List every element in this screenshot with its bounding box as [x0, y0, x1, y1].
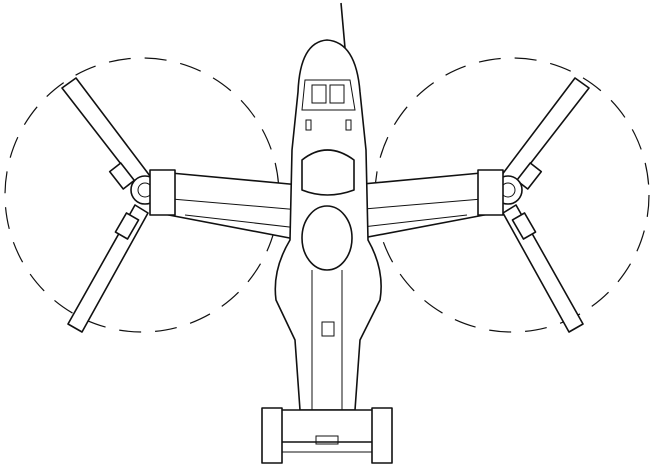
left-rotor: [61, 77, 160, 333]
right-rotor: [493, 77, 590, 333]
tail: [261, 407, 393, 464]
fuselage: [274, 2, 382, 411]
right-rotor-disc: [374, 57, 650, 333]
